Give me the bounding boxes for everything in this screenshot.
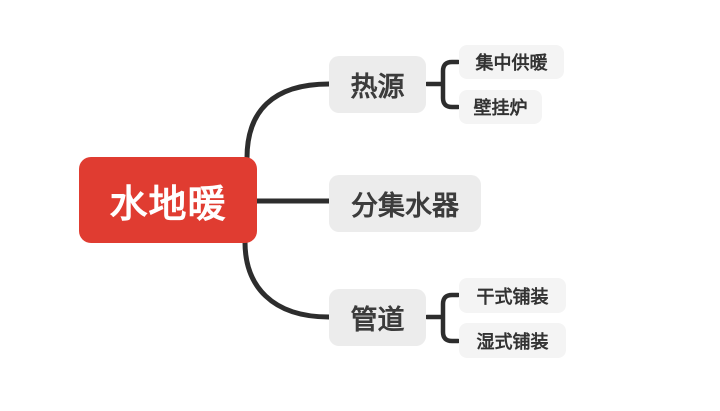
connector-root-pipe [242,239,332,320]
child-node-dry-installation[interactable]: 干式铺装 [459,278,566,313]
child-node-central-heating[interactable]: 集中供暖 [459,45,564,79]
child-node-wall-hung-boiler[interactable]: 壁挂炉 [459,90,542,124]
connector-heat-bracket [440,59,461,110]
branch-node-pipe[interactable]: 管道 [329,289,426,346]
branch-node-manifold[interactable]: 分集水器 [329,175,481,232]
connector-pipe-bracket [440,292,461,344]
child-node-wet-installation[interactable]: 湿式铺装 [459,323,566,358]
root-node-water-floor-heating[interactable]: 水地暖 [79,157,257,243]
connector-root-heat [244,81,332,161]
branch-node-heat-source[interactable]: 热源 [329,56,426,113]
